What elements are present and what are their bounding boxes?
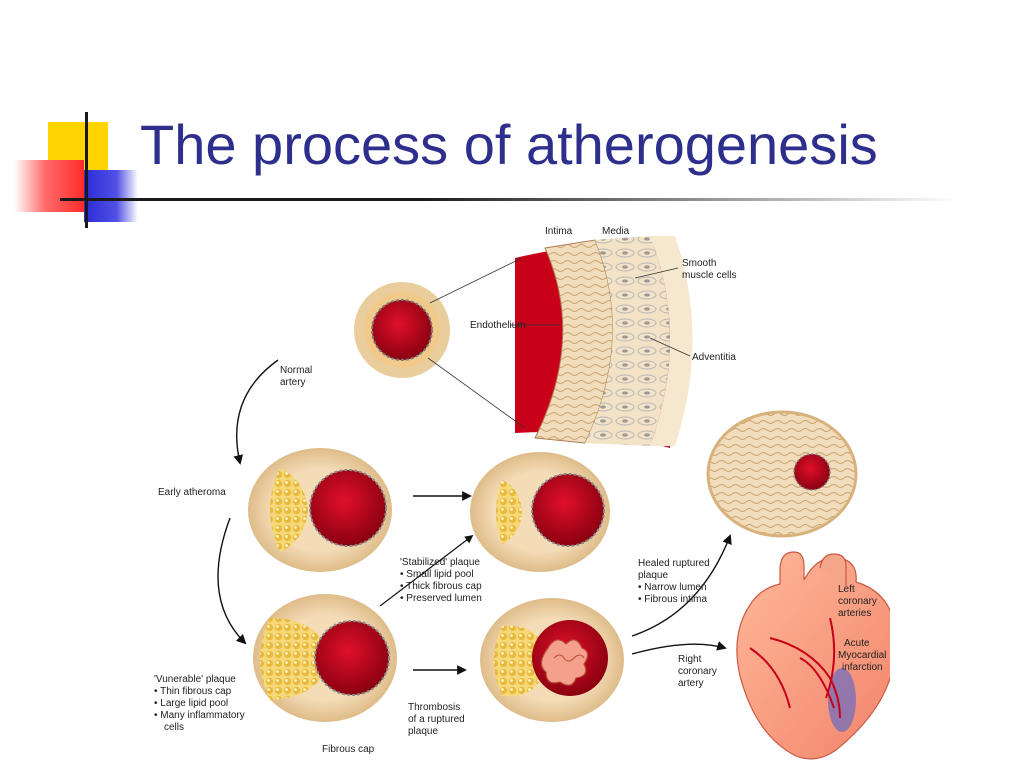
label-smooth-muscle-1: Smooth — [682, 258, 716, 269]
label-healed-2: plaque — [638, 570, 668, 581]
early-atheroma — [248, 448, 392, 572]
label-vulnerable-5: cells — [164, 722, 184, 733]
label-vulnerable-3: • Large lipid pool — [154, 698, 228, 709]
atherogenesis-diagram: Intima Media Smooth muscle cells Endothe… — [154, 226, 890, 760]
label-healed-1: Healed ruptured — [638, 558, 710, 569]
label-thrombosis-3: plaque — [408, 726, 438, 737]
label-thrombosis-1: Thrombosis — [408, 702, 460, 713]
label-thrombosis-2: of a ruptured — [408, 714, 465, 725]
label-left-coronary-2: coronary — [838, 596, 877, 607]
label-vulnerable-1: 'Vunerable' plaque — [154, 674, 236, 685]
thrombosis-plaque — [480, 598, 624, 722]
deco-red-square — [14, 160, 84, 212]
label-media: Media — [602, 226, 630, 237]
vulnerable-plaque — [253, 594, 397, 722]
stabilized-plaque — [470, 452, 610, 572]
magnified-artery-wall — [427, 236, 693, 448]
label-right-coronary-2: coronary — [678, 666, 717, 677]
title-underline — [60, 198, 960, 201]
label-healed-4: • Fibrous intima — [638, 594, 708, 605]
label-smooth-muscle-2: muscle cells — [682, 270, 736, 281]
slide-title: The process of atherogenesis — [140, 113, 878, 176]
label-normal-artery-2: artery — [280, 377, 306, 388]
normal-artery — [354, 282, 450, 378]
label-fibrous-cap: Fibrous cap — [322, 744, 375, 755]
label-stabilized-4: • Preserved lumen — [400, 593, 482, 604]
process-arrows — [217, 359, 732, 675]
label-healed-3: • Narrow lumen — [638, 582, 707, 593]
label-acute-mi-3: infarction — [842, 662, 883, 673]
label-acute-mi-1: Acute — [844, 638, 870, 649]
label-stabilized-2: • Small lipid pool — [400, 569, 474, 580]
label-early-atheroma: Early atheroma — [158, 487, 226, 498]
label-acute-mi-2: Myocardial — [838, 650, 886, 661]
label-normal-artery-1: Normal — [280, 365, 312, 376]
label-adventitia: Adventitia — [692, 352, 736, 363]
label-right-coronary-3: artery — [678, 678, 704, 689]
label-intima: Intima — [545, 226, 573, 237]
label-left-coronary-1: Left — [838, 584, 855, 595]
label-right-coronary-1: Right — [678, 654, 702, 665]
label-stabilized-3: • Thick fibrous cap — [400, 581, 482, 592]
label-endothelium: Endothelium — [470, 320, 526, 331]
heart-illustration — [736, 551, 890, 760]
label-vulnerable-2: • Thin fibrous cap — [154, 686, 232, 697]
healed-ruptured-plaque — [706, 410, 858, 538]
label-vulnerable-4: • Many inflammatory — [154, 710, 245, 721]
label-stabilized-1: 'Stabilized' plaque — [400, 557, 480, 568]
label-left-coronary-3: arteries — [838, 608, 871, 619]
deco-vertical-line — [85, 112, 88, 228]
deco-blue-square — [84, 170, 138, 222]
